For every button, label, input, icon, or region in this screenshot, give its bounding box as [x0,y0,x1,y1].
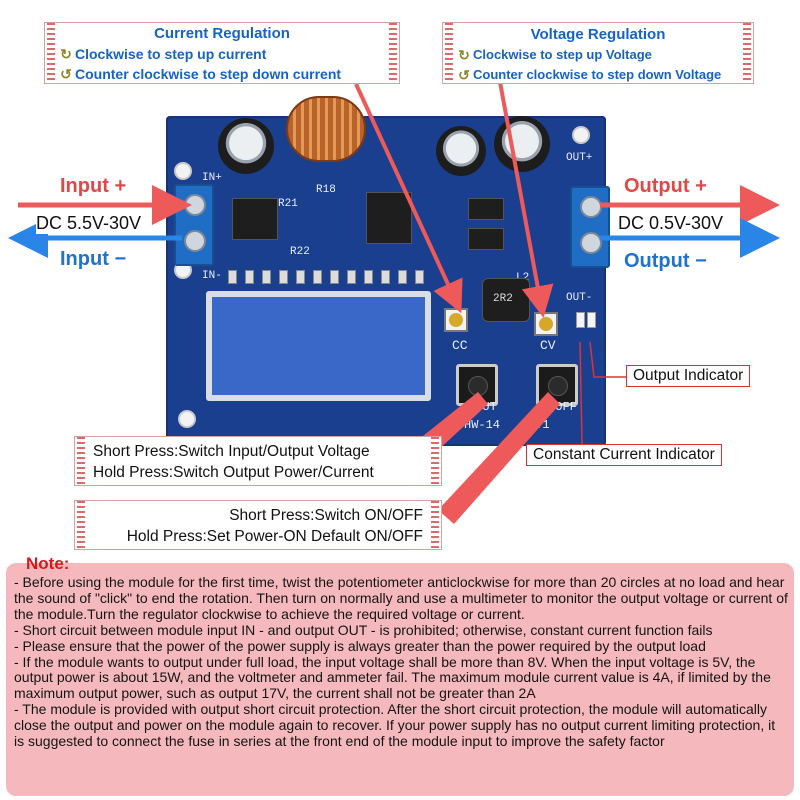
plus-sign-icon: + [114,175,127,197]
mosfet [366,192,412,244]
output-minus-label: Output − [624,250,707,273]
output-range-label: DC 0.5V-30V [618,213,724,234]
out-button-label: /OUT [468,400,497,414]
electrolytic-capacitor [436,126,486,176]
input-plus-screw[interactable] [184,194,206,216]
schottky-diode [468,228,504,250]
model-suffix: 0.1 [528,418,550,432]
counterclockwise-arrow-icon: ↺ [458,67,470,83]
constant-current-led [576,312,585,328]
electrolytic-capacitor [494,116,550,172]
note-item: - Before using the module for the first … [14,574,788,622]
header-pin [381,270,390,284]
output-indicator-label: Output Indicator [626,365,751,387]
voltage-clockwise-text: Clockwise to step up Voltage [473,47,652,62]
voltage-potentiometer[interactable] [534,312,558,336]
input-minus-label: Input − [60,248,126,271]
lcd-display [206,291,431,401]
button1-description-box: Short Press:Switch Input/Output Voltage … [74,436,442,486]
plus-sign-icon: + [695,175,707,197]
output-led [587,312,596,328]
button2-description-box: Short Press:Switch ON/OFF Hold Press:Set… [74,500,442,550]
model-label: HW-14 0.1 [464,418,550,432]
input-plus-label: Input + [60,175,126,198]
mounting-hole [174,162,192,180]
note-item: - The module is provided with output sho… [14,701,776,750]
constant-current-indicator-label: Constant Current Indicator [526,444,722,466]
note-panel: Note: - Before using the module for the … [6,554,794,796]
output-minus-text: Output [624,250,690,272]
voltage-regulator [232,198,278,240]
off-button-label: /OFF [548,400,577,414]
in-minus-label: IN- [202,270,222,282]
voltage-clockwise-row: ↻ Clockwise to step up Voltage [457,45,739,65]
voltage-counter-row: ↺ Counter clockwise to step down Voltage [457,65,739,85]
header-pin [347,270,356,284]
current-clockwise-text: Clockwise to step up current [75,46,267,62]
current-regulation-title: Current Regulation [154,25,290,42]
voltage-regulation-box: Voltage Regulation ↻ Clockwise to step u… [442,22,754,84]
electrolytic-capacitor [218,118,274,174]
header-pin [398,270,407,284]
out-plus-label: OUT+ [566,152,593,164]
r22-label: R22 [290,246,310,258]
header-pin [245,270,254,284]
output-plus-label: Output + [624,175,707,198]
note-item: - Please ensure that the power of the po… [14,637,706,654]
output-minus-screw[interactable] [580,232,602,254]
header-pin [313,270,322,284]
input-terminal-block [174,184,214,266]
voltage-regulation-title: Voltage Regulation [530,26,666,43]
in-plus-label: IN+ [202,172,222,184]
output-plus-text: Output [624,175,690,197]
current-counter-row: ↺ Counter clockwise to step down current [59,64,385,84]
note-title: Note: [26,554,70,573]
header-pin [296,270,305,284]
mounting-hole [178,410,196,428]
minus-sign-icon: − [695,250,707,272]
power-inductor: 2R2 [482,278,530,322]
header-pin [415,270,424,284]
header-pin [279,270,288,284]
clockwise-arrow-icon: ↻ [60,46,72,62]
button1-hold-press: Hold Press:Switch Output Power/Current [93,464,374,481]
input-plus-text: Input [60,175,109,197]
note-item: - If the module wants to output under fu… [14,653,771,702]
cv-label: CV [540,338,556,353]
r18-label: R18 [316,184,336,196]
current-counter-text: Counter clockwise to step down current [75,66,342,82]
counterclockwise-arrow-icon: ↺ [60,66,72,82]
schottky-diode [468,198,504,220]
input-minus-text: Input [60,248,109,270]
header-pin [330,270,339,284]
dc-dc-converter-board: IN+ IN- OUT+ OUT- R18 R21 R22 L2 CC CV 2… [166,96,610,446]
cc-label: CC [452,338,468,353]
clockwise-arrow-icon: ↻ [458,47,470,63]
note-list: - Before using the module for the first … [14,574,788,750]
button1-short-press: Short Press:Switch Input/Output Voltage [93,443,370,460]
minus-sign-icon: − [114,248,127,270]
mounting-hole [572,126,590,144]
header-pin [364,270,373,284]
toroid-inductor [286,96,366,162]
header-pin [228,270,237,284]
note-item: - Short circuit between module input IN … [14,621,713,638]
input-range-label: DC 5.5V-30V [36,213,142,234]
voltage-counter-text: Counter clockwise to step down Voltage [473,67,722,82]
model-prefix: HW-14 [464,418,501,432]
output-terminal-block [570,186,610,268]
header-pin [262,270,271,284]
out-minus-label: OUT- [566,292,593,304]
input-minus-screw[interactable] [184,230,206,252]
current-regulation-box: Current Regulation ↻ Clockwise to step u… [44,22,400,84]
output-plus-screw[interactable] [580,196,602,218]
r21-label: R21 [278,198,298,210]
current-potentiometer[interactable] [444,308,468,332]
current-clockwise-row: ↻ Clockwise to step up current [59,44,385,64]
inductor-marking: 2R2 [493,293,513,305]
button2-short-press: Short Press:Switch ON/OFF [229,507,423,524]
button2-hold-press: Hold Press:Set Power-ON Default ON/OFF [126,528,423,545]
header-pin-row [228,270,488,286]
